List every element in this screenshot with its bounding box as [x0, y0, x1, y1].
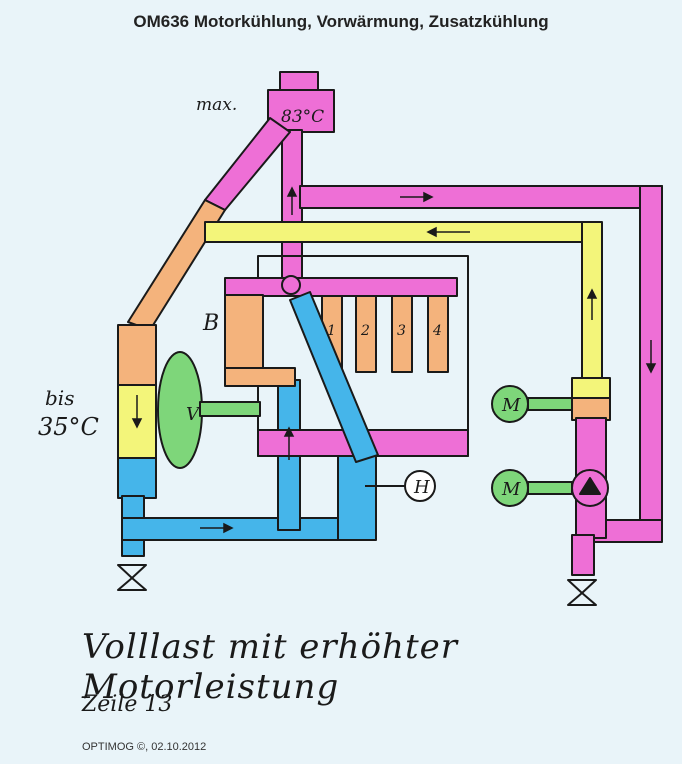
three-way-valve: [281, 275, 301, 295]
heater-h-label: H: [413, 477, 430, 498]
yellow-pipe-top: [204, 221, 601, 243]
right-cooler-orange: [571, 397, 611, 421]
pump-arrow-icon: [579, 477, 601, 495]
thermostat-housing: [337, 447, 377, 541]
top-pink-pipe: [299, 185, 663, 209]
flow-arrow-head-icon: [283, 426, 295, 437]
fan-v-label: V: [186, 404, 201, 425]
subcaption: Zeile 13: [82, 692, 173, 717]
diagonal-pipe-upper: [204, 117, 291, 211]
cylinder-2: [355, 295, 377, 373]
heater-b-label: B: [202, 311, 219, 336]
left-radiator-orange: [117, 324, 157, 388]
drain-valve-right-icon: [567, 579, 597, 594]
drain-valve-right-icon-lower: [567, 592, 597, 606]
flow-arrow-head-icon: [131, 418, 143, 429]
flow-arrow-head-icon: [423, 191, 434, 203]
cylinder-3: [391, 295, 413, 373]
left-radiator-blue: [117, 457, 157, 499]
heater-b-bottom: [224, 367, 296, 387]
drain-valve-left-icon-lower: [117, 577, 147, 591]
flow-arrow-head-icon: [586, 288, 598, 299]
diagonal-pipe-thermostat: [289, 291, 379, 463]
cylinder-4-label: 4: [432, 323, 442, 339]
right-outlet-pipe: [571, 534, 595, 576]
diagram-title: OM636 Motorkühlung, Vorwärmung, Zusatzkü…: [133, 12, 549, 31]
flow-arrow-head-icon: [286, 186, 298, 197]
engine-cylinder-head: [224, 277, 458, 297]
flow-arrow-head-icon: [645, 363, 657, 374]
max-label: max.: [196, 95, 237, 115]
cylinder-4: [427, 295, 449, 373]
drain-valve-left-icon: [117, 564, 147, 579]
caption: Volllast mit erhöhter Motorleistung: [82, 627, 458, 707]
flow-arrow-head-icon: [426, 226, 437, 238]
cylinder-2-label: 2: [360, 323, 370, 339]
right-cooler-yellow: [571, 377, 611, 401]
blue-bottom-pipe: [121, 517, 373, 541]
motor-m-bottom-label: M: [501, 479, 521, 500]
fan-v-shaft: [199, 401, 261, 417]
cylinder-1-label: 1: [327, 323, 336, 339]
motor-m-top-label: M: [501, 395, 521, 416]
motor-m-bottom-shaft: [527, 481, 573, 495]
bis-temp-label: 35°C: [38, 413, 99, 441]
max-temp-label: 83°C: [281, 107, 324, 127]
copyright: OPTIMOG ©, 02.10.2012: [82, 741, 207, 753]
cylinder-3-label: 3: [397, 323, 406, 339]
flow-arrow-head-icon: [223, 522, 234, 534]
bis-label: bis: [45, 386, 74, 410]
motor-m-top-shaft: [527, 397, 573, 411]
